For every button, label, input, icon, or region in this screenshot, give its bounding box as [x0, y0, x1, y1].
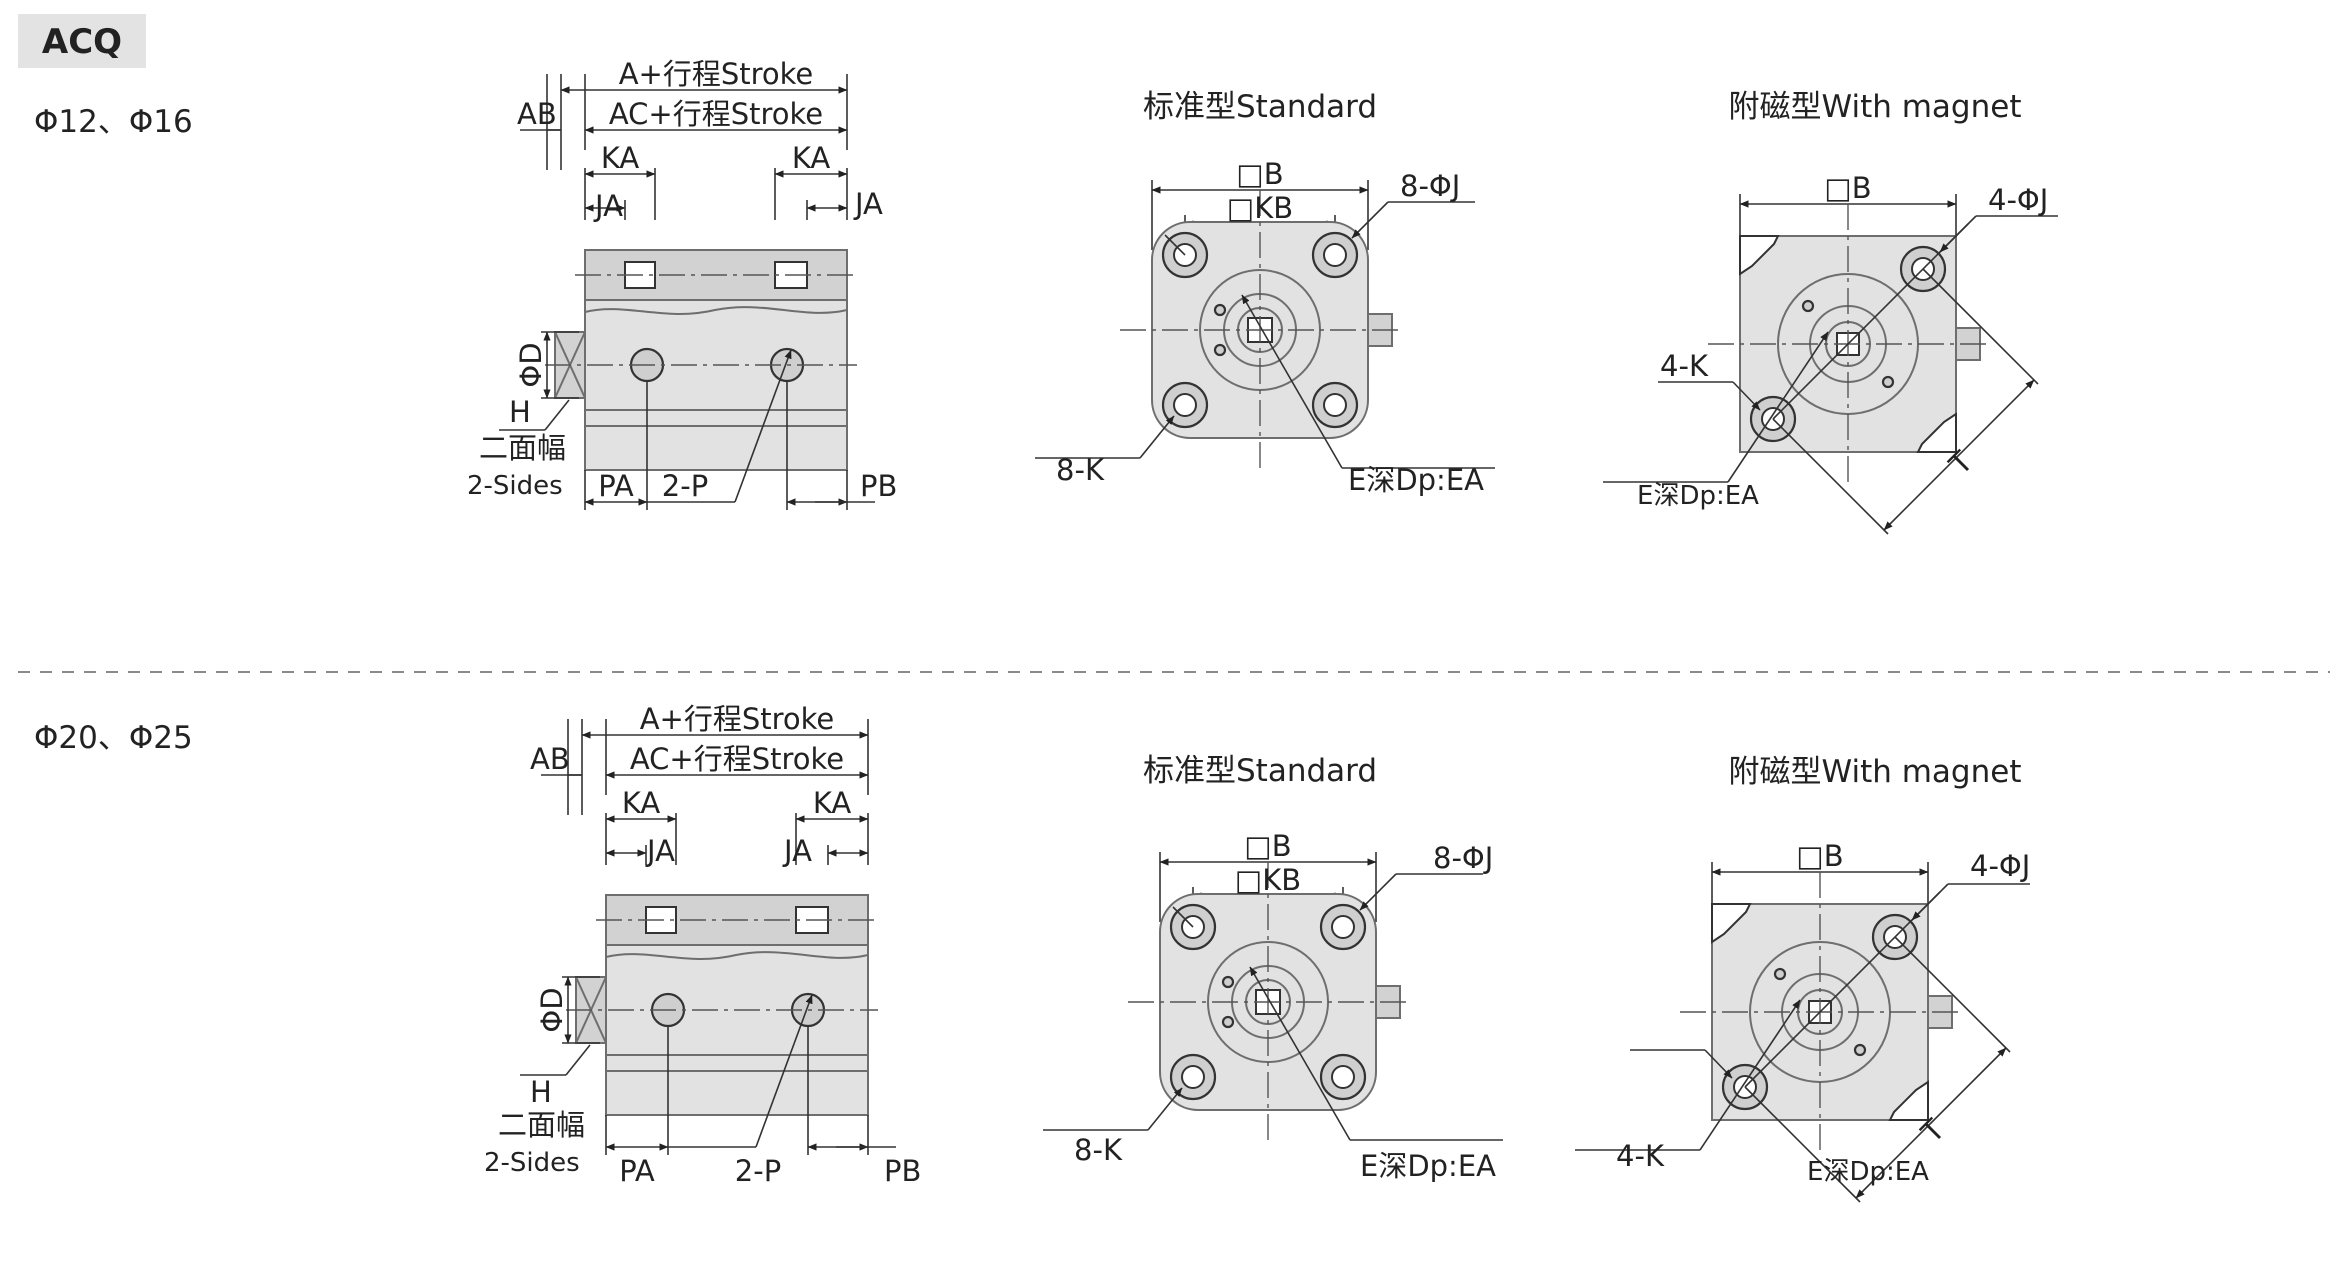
magnet-title: 附磁型With magnet [1729, 89, 2022, 125]
side-view-drawing: A+行程Stroke AC+行程Stroke AB KA KA JA JA ΦD… [467, 57, 897, 510]
label-ka-right: KA [792, 141, 831, 175]
label-pb: PB [884, 1154, 921, 1188]
label-8-k: 8-K [1056, 453, 1105, 487]
label-ab: AB [517, 97, 557, 131]
section-phi12-16: Φ12、Φ16 A+行程Stroke AC+行程Stroke AB KA KA … [34, 57, 2058, 534]
label-2-p: 2-P [662, 469, 708, 503]
label-pa: PA [598, 469, 634, 503]
magnet-view-drawing: 附磁型With magnet □B 4-ΦJ 4-K E深Dp:EA T [1575, 754, 2030, 1202]
label-two-sides-en: 2-Sides [484, 1148, 580, 1178]
standard-view-drawing: 标准型Standard □B □KB 8-ΦJ 8-K E深Dp:EA [1035, 89, 1495, 497]
label-a-stroke: A+行程Stroke [619, 57, 814, 91]
standard-view-drawing: 标准型Standard □B □KB 8-ΦJ 8-K E深Dp:EA [1043, 753, 1503, 1183]
label-4-phi-j: 4-ΦJ [1988, 183, 2048, 217]
label-4-k: 4-K [1660, 349, 1709, 383]
side-view-drawing: A+行程Stroke AC+行程Stroke AB KA KA JA JA ΦD… [484, 702, 921, 1188]
label-b: □B [1236, 157, 1283, 191]
label-ka-right: KA [813, 786, 852, 820]
label-ja-left: JA [645, 834, 675, 868]
label-pb: PB [860, 469, 897, 503]
label-ab: AB [530, 742, 570, 776]
label-kb: □KB [1235, 863, 1301, 897]
label-4-k: 4-K [1616, 1139, 1665, 1173]
label-8-phi-j: 8-ΦJ [1400, 169, 1460, 203]
series-badge: ACQ [18, 14, 146, 68]
label-h: H [530, 1075, 552, 1109]
label-two-sides-cn: 二面幅 [498, 1108, 585, 1142]
label-ja-left: JA [593, 189, 623, 223]
size-label: Φ12、Φ16 [34, 104, 193, 140]
label-ja-right: JA [782, 834, 812, 868]
badge-label: ACQ [42, 22, 122, 62]
label-e-depth: E深Dp:EA [1348, 463, 1484, 497]
label-ac-stroke: AC+行程Stroke [630, 742, 844, 776]
size-label: Φ20、Φ25 [34, 720, 193, 756]
label-2-p: 2-P [735, 1154, 781, 1188]
magnet-title: 附磁型With magnet [1729, 754, 2022, 790]
label-phi-d: ΦD [514, 342, 548, 387]
label-phi-d: ΦD [535, 987, 569, 1032]
label-e-depth: E深Dp:EA [1807, 1157, 1929, 1187]
label-e-depth: E深Dp:EA [1637, 481, 1759, 511]
label-ja-right: JA [853, 187, 883, 221]
label-e-depth: E深Dp:EA [1360, 1149, 1496, 1183]
label-a-stroke: A+行程Stroke [640, 702, 835, 736]
label-b: □B [1244, 829, 1291, 863]
label-b: □B [1824, 171, 1871, 205]
label-two-sides-cn: 二面幅 [479, 431, 566, 465]
label-pa: PA [619, 1154, 655, 1188]
label-two-sides-en: 2-Sides [467, 471, 563, 501]
standard-title: 标准型Standard [1143, 89, 1377, 125]
label-kb: □KB [1227, 191, 1293, 225]
label-ac-stroke: AC+行程Stroke [609, 97, 823, 131]
label-ka-left: KA [601, 141, 640, 175]
magnet-view-drawing: 附磁型With magnet □B 4-ΦJ 4-K E深Dp:EA T [1603, 89, 2058, 534]
label-8-k: 8-K [1074, 1133, 1123, 1167]
standard-title: 标准型Standard [1143, 753, 1377, 789]
label-4-phi-j: 4-ΦJ [1970, 849, 2030, 883]
label-h: H [509, 395, 531, 429]
section-phi20-25: Φ20、Φ25 A+行程Stroke AC+行程Stroke AB KA KA … [34, 702, 2030, 1202]
label-ka-left: KA [622, 786, 661, 820]
label-8-phi-j: 8-ΦJ [1433, 841, 1493, 875]
label-b: □B [1796, 839, 1843, 873]
